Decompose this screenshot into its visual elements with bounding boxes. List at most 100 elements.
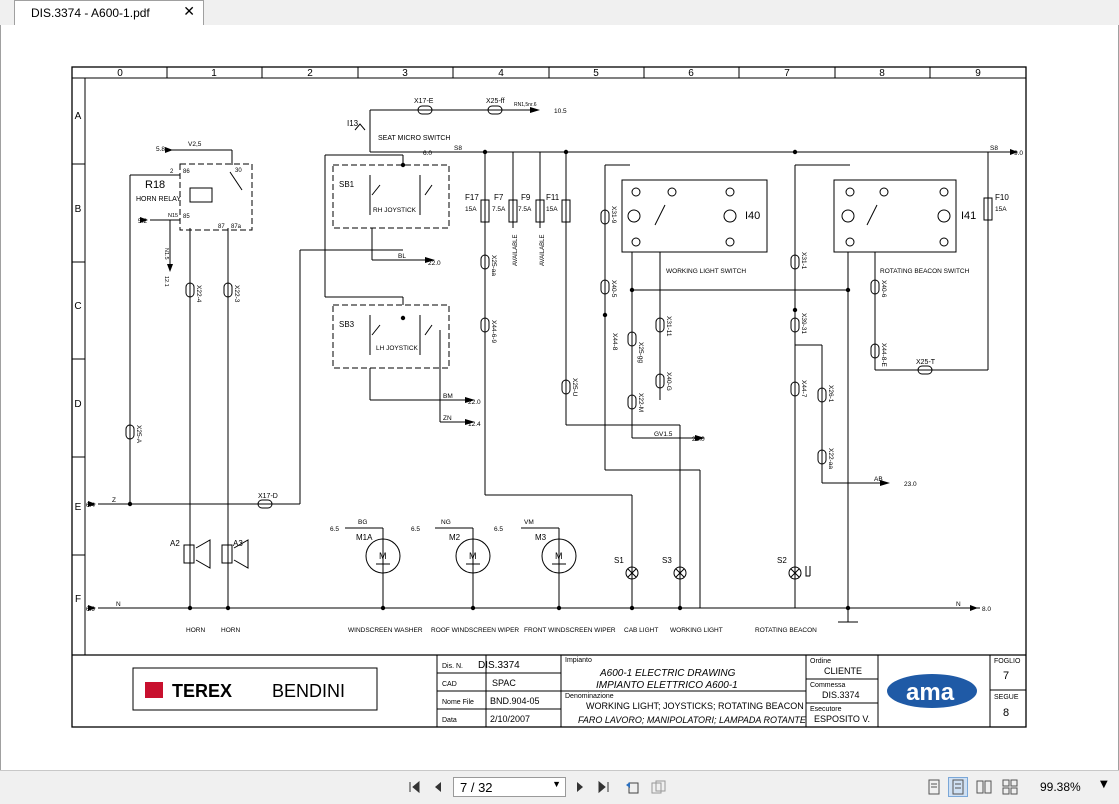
x261-label: X26-1 (827, 385, 834, 403)
esecutore-value: ESPOSITO V. (814, 714, 870, 724)
fuses (480, 197, 993, 223)
x17d-label: X17-D (258, 493, 278, 500)
wire-230: 23.0 (692, 436, 705, 443)
document-tab[interactable]: DIS.3374 - A600-1.pdf ✕ (14, 0, 204, 25)
rotating-beacon-switch-panel (833, 179, 957, 253)
wire-gv15: GV1.5 (654, 431, 673, 438)
x311-label: X31-1 (800, 252, 807, 270)
dis-n-value: DIS.3374 (478, 660, 520, 671)
row-label-b: B (75, 204, 82, 215)
col-label-7: 7 (784, 68, 790, 79)
motor-m1a-symbol: M (379, 551, 387, 561)
s1-label: S1 (614, 556, 624, 565)
x4469-label: X44-6-9 (490, 320, 497, 344)
m3-label: M3 (535, 533, 547, 542)
i40-label: I40 (745, 210, 760, 222)
row-label-e: E (75, 502, 82, 513)
sb1-label: SB1 (339, 180, 355, 189)
wire-arrows (88, 107, 1018, 611)
next-page-button[interactable] (570, 777, 590, 797)
x25gg-label: X25-gg (637, 342, 644, 363)
row-label-c: C (74, 301, 81, 312)
last-page-button[interactable] (594, 777, 614, 797)
x25t-label: X25-T (916, 359, 936, 366)
lh-joystick-label: LH JOYSTICK (376, 345, 419, 352)
available-label-1: AVAILABLE (513, 235, 519, 266)
x319-label: X31-9 (610, 206, 617, 224)
single-page-view-button[interactable] (924, 777, 944, 797)
wire-n2: N (956, 601, 961, 608)
wire-v25: V2,5 (188, 141, 202, 148)
switch-circles (627, 187, 951, 247)
wire-rn15nr: RN1,5nr.6 (514, 102, 537, 108)
wire-bm: BM (443, 393, 453, 400)
f17-amps: 15A (465, 206, 477, 213)
continuous-facing-view-button[interactable] (1000, 777, 1020, 797)
term-30: 30 (235, 168, 242, 174)
a3-label: A3 (233, 539, 243, 548)
tab-bar: DIS.3374 - A600-1.pdf ✕ (0, 0, 1119, 26)
wire-220: 22.0 (428, 260, 441, 267)
chevron-down-icon[interactable]: ▼ (552, 779, 561, 789)
ama-logo-emblem (887, 674, 977, 708)
x447-label: X44-7 (800, 380, 807, 398)
rh-joystick-label: RH JOYSTICK (373, 207, 417, 214)
cad-label: CAD (442, 681, 457, 688)
impianto-label: Impianto (565, 657, 592, 664)
ordine-value: CLIENTE (824, 666, 862, 676)
col-label-3: 3 (402, 68, 408, 79)
wire-230b: 23.0 (904, 481, 917, 488)
wire-z: Z (112, 497, 116, 504)
first-page-button[interactable] (404, 777, 424, 797)
page-number-value: 7 / 32 (460, 780, 493, 795)
page-number-field[interactable]: 7 / 32 ▼ (453, 777, 566, 797)
i41-label: I41 (961, 210, 976, 222)
junction-dots (127, 149, 851, 611)
continuous-view-button[interactable] (948, 777, 968, 797)
x40g-label: X40-G (665, 372, 672, 391)
facing-view-button[interactable] (974, 777, 994, 797)
motor-symbols (365, 538, 577, 574)
label-horn-1: HORN (186, 627, 205, 634)
term-85: 85 (183, 214, 190, 220)
lamp-symbols (625, 566, 811, 580)
document-viewer[interactable] (0, 25, 1119, 770)
go-back-button[interactable] (622, 777, 642, 797)
seat-switch-symbol (354, 123, 366, 131)
wire-64: 6.4 (86, 502, 95, 509)
x406-label: X40-6 (880, 280, 887, 298)
zoom-level[interactable]: 99.38% (1040, 780, 1081, 794)
horn-relay-label: HORN RELAY (136, 196, 181, 203)
wire-bl: BL (398, 253, 406, 260)
working-light-switch-panel (621, 179, 768, 253)
f10-amps: 15A (995, 206, 1007, 213)
wire-65-b: 6.5 (411, 526, 420, 533)
go-forward-button[interactable] (648, 777, 668, 797)
f10-label: F10 (995, 193, 1009, 202)
column-dividers (166, 67, 931, 78)
wire-s8-a: S8 (454, 145, 462, 152)
wire-zn: ZN (443, 415, 452, 422)
data-label: Data (442, 717, 457, 724)
f9-amps: 7.5A (518, 206, 532, 213)
facing-pages-icon (976, 780, 992, 794)
x25aa-label: X25-aa (490, 255, 497, 276)
wire-52: 5.2 (138, 218, 147, 225)
wire-ab: AB (874, 476, 883, 483)
x448-label: X44-8 (611, 333, 618, 351)
x4493e-label: X44-8-E (880, 343, 887, 368)
x3931-label: X39-31 (800, 313, 807, 334)
last-page-icon (598, 780, 609, 794)
x224-label: X22-4 (195, 285, 202, 303)
previous-page-button[interactable] (428, 777, 448, 797)
close-icon[interactable]: ✕ (183, 4, 195, 20)
zoom-dropdown-icon[interactable]: ▼ (1100, 779, 1108, 790)
wire-n15: N15 (168, 213, 178, 219)
term-86: 86 (183, 169, 190, 175)
bendini-logo-text: BENDINI (272, 681, 345, 701)
data-value: 2/10/2007 (490, 714, 530, 724)
f17-label: F17 (465, 193, 479, 202)
dis-n-label: Dis. N. (442, 663, 463, 670)
first-page-icon (409, 780, 420, 794)
x25ff-label: X25-ff (486, 98, 505, 105)
